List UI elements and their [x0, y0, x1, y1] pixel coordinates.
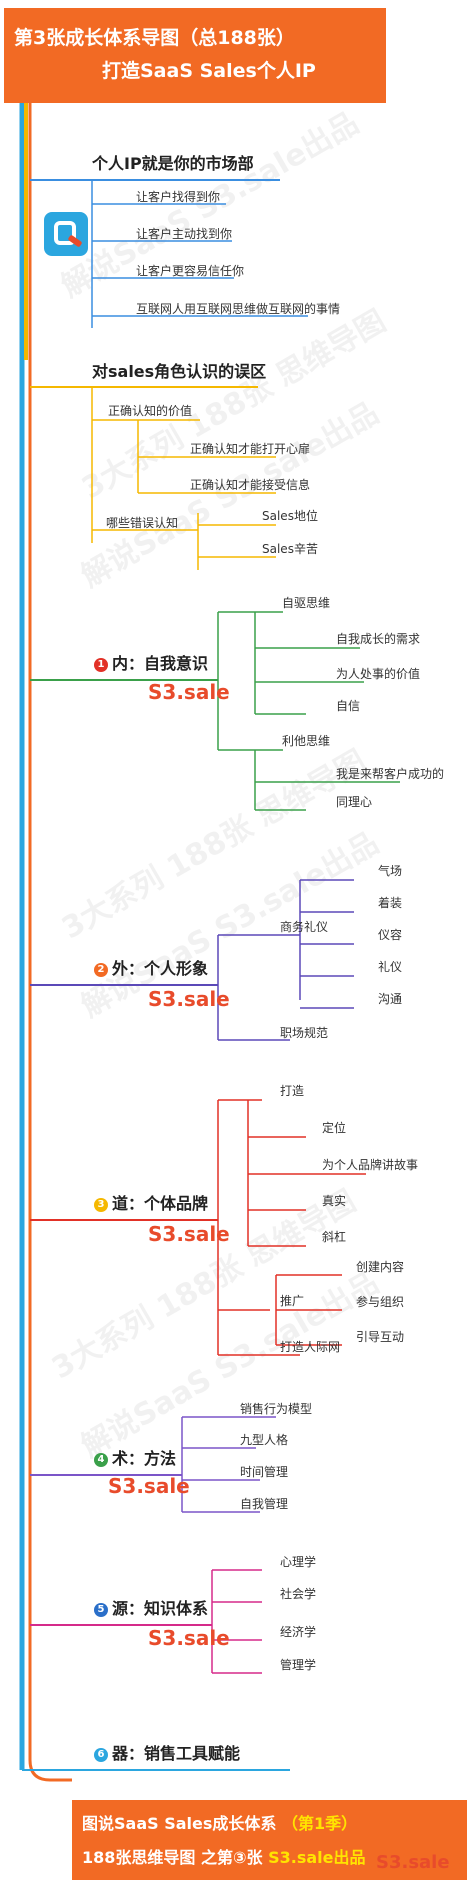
section5-title-text: 源：知识体系	[112, 1599, 209, 1618]
footer-line1-text: 图说SaaS Sales成长体系	[82, 1814, 277, 1833]
section-misc-branch: 哪些错误认知	[106, 516, 179, 530]
footer-line1: 图说SaaS Sales成长体系 （第1季）	[82, 1810, 357, 1834]
section3-leaf: 真实	[322, 1194, 347, 1208]
section3-number: 3	[94, 1198, 108, 1212]
title-line2: 打造SaaS Sales个人IP	[102, 60, 316, 82]
section4-leaf: 九型人格	[240, 1433, 289, 1447]
section-misc-branch: 正确认知的价值	[108, 404, 193, 418]
section1-branch: 自驱思维	[282, 596, 331, 610]
section4-leaf: 自我管理	[240, 1497, 289, 1511]
section3-leaf: 斜杠	[322, 1230, 347, 1244]
section3-title-text: 道：个体品牌	[112, 1194, 209, 1213]
section3-leaf: 创建内容	[356, 1260, 405, 1274]
section2-title-text: 外：个人形象	[112, 959, 209, 978]
section-ip-title: 个人IP就是你的市场部	[92, 154, 254, 173]
section3-branch: 打造人际网	[280, 1340, 341, 1354]
section3-leaf: 参与组织	[356, 1295, 405, 1309]
section-ip-item: 让客户主动找到你	[136, 227, 233, 241]
section4-title: 4 术：方法	[94, 1445, 176, 1469]
section-misc-leaf: 正确认知才能接受信息	[190, 478, 311, 492]
footer-line2: 188张思维导图 之第③张 S3.sale出品	[82, 1844, 366, 1868]
section1-number: 1	[94, 658, 108, 672]
ip-app-icon	[44, 212, 88, 256]
section-ip-item: 互联网人用互联网思维做互联网的事情	[136, 302, 341, 316]
title-banner: 第3张成长体系导图（总188张） 打造SaaS Sales个人IP	[4, 8, 386, 103]
section4-leaf: 时间管理	[240, 1465, 289, 1479]
s3sale-logo-text: S3.sale	[148, 987, 230, 1011]
section-ip-item: 让客户更容易信任你	[136, 264, 245, 278]
section6-title-text: 器：销售工具赋能	[112, 1744, 241, 1763]
section2-leaf: 着装	[378, 896, 403, 910]
section1-title-text: 内：自我意识	[112, 654, 209, 673]
section1-branch: 利他思维	[282, 734, 331, 748]
section5-leaf: 经济学	[280, 1625, 317, 1639]
footer-banner: 图说SaaS Sales成长体系 （第1季） 188张思维导图 之第③张 S3.…	[72, 1800, 467, 1880]
section6-number: 6	[94, 1748, 108, 1762]
section-ip-item: 让客户找得到你	[136, 190, 221, 204]
s3sale-logo: S3.sale	[148, 1626, 230, 1650]
section2-number: 2	[94, 963, 108, 977]
section6-title: 6 器：销售工具赋能	[94, 1740, 240, 1764]
section3-branch: 推广	[280, 1294, 305, 1308]
section1-leaf: 我是来帮客户成功的	[336, 767, 445, 781]
section5-leaf: 心理学	[280, 1555, 317, 1569]
section4-leaf: 销售行为模型	[240, 1402, 313, 1416]
s3sale-logo-text: S3.sale	[108, 1474, 190, 1498]
section5-number: 5	[94, 1603, 108, 1617]
section5-leaf: 管理学	[280, 1658, 317, 1672]
section1-title: 1 内：自我意识	[94, 650, 208, 674]
footer-line2-text: 188张思维导图 之第③张	[82, 1848, 263, 1867]
section2-leaf: 气场	[378, 864, 403, 878]
section4-number: 4	[94, 1453, 108, 1467]
section3-branch: 打造	[280, 1084, 305, 1098]
section1-leaf: 同理心	[336, 795, 373, 809]
s3sale-logo-text: S3.sale	[148, 1626, 230, 1650]
section1-leaf: 自我成长的需求	[336, 632, 421, 646]
section-misc-leaf: 正确认知才能打开心扉	[190, 442, 311, 456]
footer-publisher-badge: S3.sale出品	[268, 1848, 366, 1867]
section5-title: 5 源：知识体系	[94, 1595, 208, 1619]
section3-title: 3 道：个体品牌	[94, 1190, 208, 1214]
section-misc-leaf: Sales地位	[262, 509, 318, 523]
s3sale-logo-text: S3.sale	[148, 680, 230, 704]
section2-title: 2 外：个人形象	[94, 955, 208, 979]
section-misc-leaf: Sales辛苦	[262, 542, 318, 556]
section2-leaf: 礼仪	[378, 960, 403, 974]
s3sale-logo-text: S3.sale	[376, 1852, 450, 1873]
section2-leaf: 沟通	[378, 992, 403, 1006]
title-line1: 第3张成长体系导图（总188张）	[14, 27, 295, 49]
s3sale-logo: S3.sale	[148, 680, 230, 704]
s3sale-logo-text: S3.sale	[148, 1222, 230, 1246]
footer-s3sale-logo: S3.sale	[376, 1852, 450, 1873]
section1-leaf: 为人处事的价值	[336, 667, 421, 681]
section4-title-text: 术：方法	[112, 1449, 177, 1468]
section3-leaf: 引导互动	[356, 1330, 405, 1344]
section5-leaf: 社会学	[280, 1587, 317, 1601]
footer-season-badge: （第1季）	[281, 1814, 358, 1833]
s3sale-logo: S3.sale	[148, 1222, 230, 1246]
section2-branch: 商务礼仪	[280, 920, 329, 934]
s3sale-logo: S3.sale	[148, 987, 230, 1011]
section1-leaf: 自信	[336, 699, 361, 713]
section3-leaf: 定位	[322, 1121, 347, 1135]
s3sale-logo: S3.sale	[108, 1474, 190, 1498]
section2-branch: 职场规范	[280, 1026, 329, 1040]
section3-leaf: 为个人品牌讲故事	[322, 1158, 419, 1172]
section2-leaf: 仪容	[378, 928, 403, 942]
section-misc-title: 对sales角色认识的误区	[92, 362, 267, 381]
